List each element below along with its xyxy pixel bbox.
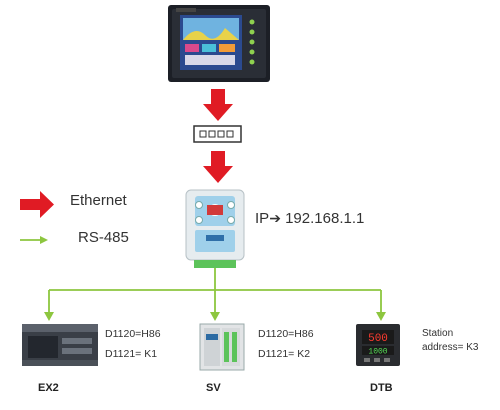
- dtb-station-line1: Station: [422, 328, 454, 339]
- rs485-bus: [44, 268, 386, 321]
- svg-text:500: 500: [368, 333, 388, 345]
- sv-plc-icon: [199, 323, 245, 371]
- sv-register-line2: D1121= K2: [258, 348, 311, 360]
- ex2-register-line1: D1120=H86: [105, 328, 161, 340]
- ex2-register-line2: D1121= K1: [105, 348, 158, 360]
- ethernet-arrow-switch-to-module: [203, 151, 233, 183]
- ex2-register-block: D1120=H86 D1121= K1: [105, 327, 161, 361]
- device-label-ex2: EX2: [38, 382, 59, 394]
- ethernet-switch-icon: [193, 125, 242, 143]
- ip-address-value: 192.168.1.1: [285, 210, 365, 227]
- sv-register-line1: D1120=H86: [258, 328, 314, 340]
- ethernet-arrow-hmi-to-switch: [203, 89, 233, 121]
- ip-arrow-icon: ➔: [269, 210, 281, 226]
- legend-ethernet-label: Ethernet: [70, 192, 127, 209]
- dtb-station-block: Station address= K3: [422, 327, 478, 355]
- legend-ethernet-arrow-icon: [20, 191, 54, 218]
- dtb-station-line2: address= K3: [422, 342, 479, 353]
- device-label-sv: SV: [206, 382, 221, 394]
- dtb-temperature-controller-icon: 500 1000: [356, 324, 400, 366]
- device-label-dtb: DTB: [370, 382, 393, 394]
- ex2-plc-icon: [22, 324, 98, 366]
- sv-register-block: D1120=H86 D1121= K2: [258, 327, 314, 361]
- legend-rs485-label: RS-485: [78, 229, 129, 246]
- ip-prefix: IP: [255, 210, 270, 227]
- hmi-touch-panel-icon: [168, 5, 270, 82]
- svg-text:1000: 1000: [368, 348, 387, 357]
- ethernet-converter-module-icon: [185, 189, 245, 268]
- ip-address-label: IP➔ 192.168.1.1: [255, 210, 364, 227]
- legend-rs485-arrow-icon: [20, 236, 48, 244]
